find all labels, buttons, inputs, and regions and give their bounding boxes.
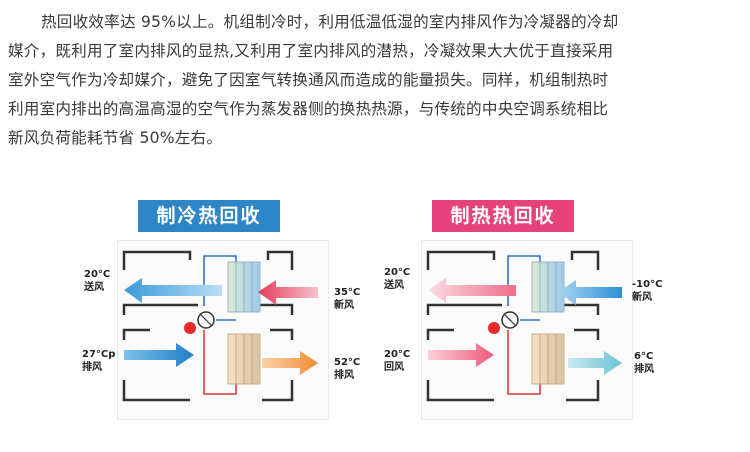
cooling-diagram-panel bbox=[117, 240, 329, 420]
cooling-exhaust-out-name: 排风 bbox=[334, 370, 354, 381]
heating-fresh-label: -10°C 新风 bbox=[632, 278, 662, 304]
heating-exhaust-arrow bbox=[568, 351, 622, 375]
heating-exhaust-temp: 6°C bbox=[634, 351, 654, 362]
paragraph-line-2: 媒介，既利用了室内排风的显热,又利用了室内排风的潜热，冷凝效果大大优于直接采用 bbox=[8, 42, 614, 60]
cooling-fresh-name: 新风 bbox=[334, 300, 354, 311]
cooling-supply-label: 20°C 送风 bbox=[84, 268, 110, 294]
cooling-supply-temp: 20°C bbox=[84, 269, 111, 280]
cooling-exhaust-out-arrow bbox=[262, 351, 318, 375]
heating-exhaust-label: 6°C 排风 bbox=[634, 350, 654, 376]
cooling-title: 制冷热回收 bbox=[138, 200, 280, 232]
paragraph-line-1: 热回收效率达 95%以上。机组制冷时，利用低温低湿的室内排风作为冷凝器的冷却 bbox=[41, 13, 619, 31]
heating-fresh-name: 新风 bbox=[632, 292, 652, 303]
paragraph-line-3: 室外空气作为冷却媒介，避免了因室气转换通风而造成的能量损失。同样，机组制热时 bbox=[8, 71, 609, 89]
heating-fresh-temp: -10°C bbox=[632, 279, 663, 290]
heating-supply-label: 20°C 送风 bbox=[384, 266, 410, 292]
cooling-exhaust-in-arrow bbox=[124, 343, 194, 367]
cooling-exhaust-in-temp: 27°Cp bbox=[82, 349, 116, 360]
heating-supply-name: 送风 bbox=[384, 280, 404, 291]
cooling-fresh-label: 35°C 新风 bbox=[334, 286, 360, 312]
heating-duct-walls bbox=[426, 250, 600, 402]
heating-return-name: 回风 bbox=[384, 362, 404, 373]
heating-supply-air-arrow bbox=[428, 278, 516, 303]
heating-return-label: 20°C 回风 bbox=[384, 348, 410, 374]
cooling-exhaust-in-label: 27°Cp 排风 bbox=[82, 348, 115, 374]
heating-title: 制热热回收 bbox=[432, 200, 574, 232]
heating-return-temp: 20°C bbox=[384, 349, 411, 360]
heating-fresh-air-arrow bbox=[558, 280, 622, 305]
cooling-supply-air-arrow bbox=[124, 278, 222, 303]
paragraph-line-5: 新风负荷能耗节省 50%左右。 bbox=[8, 129, 223, 147]
heating-compressor bbox=[488, 322, 500, 334]
paragraph-line-4: 利用室内排出的高温高湿的空气作为蒸发器侧的换热热源，与传统的中央空调系统相比 bbox=[8, 100, 609, 118]
cooling-exhaust-out-temp: 52°C bbox=[334, 357, 361, 368]
cooling-fresh-air-arrow bbox=[258, 280, 318, 305]
cooling-fresh-temp: 35°C bbox=[334, 287, 361, 298]
cooling-exhaust-out-label: 52°C 排风 bbox=[334, 356, 360, 382]
heating-exhaust-name: 排风 bbox=[634, 364, 654, 375]
heating-return-air-arrow bbox=[428, 343, 494, 367]
cooling-duct-walls bbox=[122, 250, 294, 402]
heating-supply-temp: 20°C bbox=[384, 267, 411, 278]
cooling-supply-name: 送风 bbox=[84, 282, 104, 293]
cooling-compressor bbox=[184, 322, 196, 334]
description-paragraph: 热回收效率达 95%以上。机组制冷时，利用低温低湿的室内排风作为冷凝器的冷却 媒… bbox=[8, 8, 744, 153]
cooling-exhaust-in-name: 排风 bbox=[82, 362, 102, 373]
